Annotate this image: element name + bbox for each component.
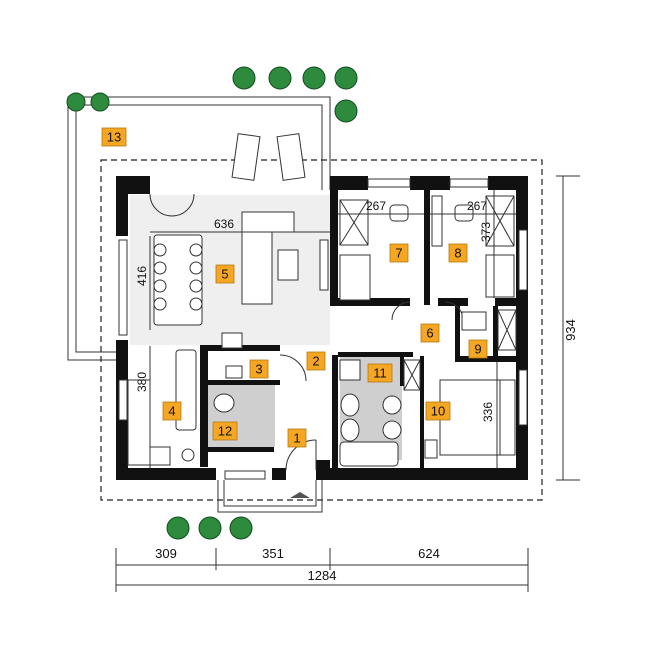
trees [66, 66, 358, 540]
dim-room8-width: 267 [467, 199, 487, 213]
svg-text:2: 2 [312, 354, 319, 369]
svg-text:1: 1 [293, 431, 300, 446]
svg-text:5: 5 [221, 267, 228, 282]
dim-room8-depth: 373 [479, 222, 493, 242]
svg-text:8: 8 [454, 246, 461, 261]
dim-segment-middle: 351 [262, 546, 284, 561]
room-7-label: 7 [389, 243, 409, 263]
dim-living-width: 636 [214, 217, 234, 231]
dim-room10-depth: 336 [481, 402, 495, 422]
dim-segment-left: 309 [155, 546, 177, 561]
windows [118, 178, 528, 480]
room-12-label: 12 [212, 421, 238, 441]
room-9-label: 9 [468, 339, 488, 359]
svg-text:9: 9 [474, 342, 481, 357]
room-5-label: 5 [215, 264, 235, 284]
svg-text:3: 3 [255, 362, 262, 377]
bathroom-fixtures [213, 359, 402, 467]
dim-kitchen-depth: 380 [135, 372, 149, 392]
dim-overall-depth: 934 [563, 319, 578, 341]
svg-text:6: 6 [426, 326, 433, 341]
dim-segment-right: 624 [418, 546, 440, 561]
svg-text:11: 11 [373, 366, 387, 381]
room-2-label: 2 [306, 351, 326, 371]
svg-text:7: 7 [395, 246, 402, 261]
room-13-label: 13 [101, 127, 127, 147]
dim-living-depth: 416 [135, 266, 149, 286]
room-1-label: 1 [287, 428, 307, 448]
room-6-label: 6 [420, 323, 440, 343]
room-10-label: 10 [425, 401, 451, 421]
entrance [149, 193, 464, 513]
dim-overall-width: 1284 [308, 568, 337, 583]
room-8-label: 8 [448, 243, 468, 263]
room-3-label: 3 [249, 359, 269, 379]
bedroom-furniture [339, 195, 517, 459]
kitchen-furniture [127, 332, 243, 466]
room-11-label: 11 [367, 363, 393, 383]
svg-text:12: 12 [218, 424, 232, 439]
room-4-label: 4 [162, 401, 182, 421]
svg-text:4: 4 [168, 404, 175, 419]
living-furniture [153, 211, 329, 326]
svg-text:13: 13 [107, 130, 121, 145]
loungers [231, 133, 306, 181]
dim-room7-width: 267 [366, 199, 386, 213]
svg-text:10: 10 [431, 404, 445, 419]
dimension-lines [115, 175, 580, 592]
